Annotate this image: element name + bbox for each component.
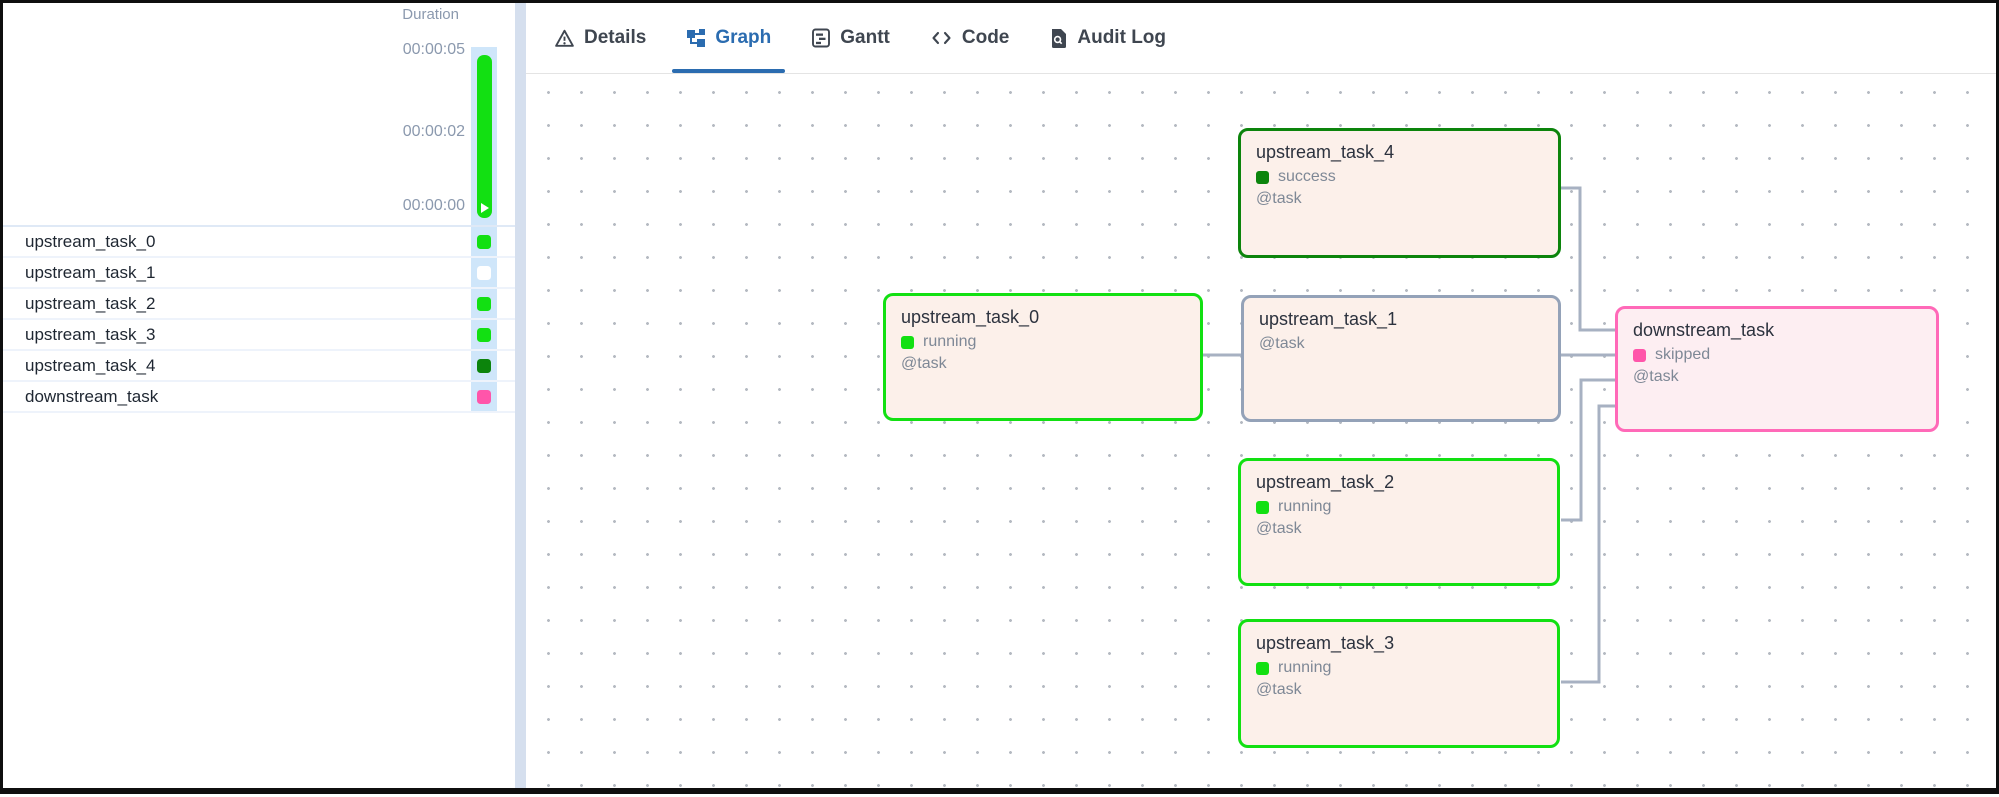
task-node-title: upstream_task_0 (901, 307, 1185, 328)
task-node-title: upstream_task_3 (1256, 633, 1542, 654)
duration-tick: 00:00:05 (339, 41, 465, 59)
task-row-downstream_task[interactable]: downstream_task (3, 382, 515, 413)
details-tab-bar: Details Graph Gantt Code Audit Log (526, 3, 1996, 74)
task-node-title: upstream_task_2 (1256, 472, 1542, 493)
task-row-name: upstream_task_3 (25, 325, 155, 345)
tab-label: Details (584, 27, 646, 49)
task-node-downstream_task[interactable]: downstream_task skipped @task (1615, 306, 1939, 432)
status-square-icon (1256, 171, 1269, 184)
task-row-name: upstream_task_1 (25, 263, 155, 283)
graph-icon (686, 28, 706, 48)
status-label: running (923, 333, 976, 351)
task-node-title: upstream_task_1 (1259, 309, 1543, 330)
task-node-upstream_task_2[interactable]: upstream_task_2 running @task (1238, 458, 1560, 586)
task-type-label: @task (1256, 520, 1542, 538)
task-type-label: @task (1259, 335, 1543, 353)
task-type-label: @task (1256, 190, 1543, 208)
gantt-icon (811, 28, 831, 48)
tab-label: Graph (715, 27, 771, 49)
status-square-icon (901, 336, 914, 349)
task-instance-status-square[interactable] (477, 235, 491, 249)
task-list: upstream_task_0 upstream_task_1 upstream… (3, 225, 515, 413)
tab-label: Code (962, 27, 1010, 49)
duration-tick: 00:00:00 (339, 197, 465, 215)
task-node-upstream_task_4[interactable]: upstream_task_4 success @task (1238, 128, 1561, 258)
tab-code[interactable]: Code (930, 3, 1010, 73)
audit-log-icon (1049, 28, 1068, 49)
task-row-upstream_task_1[interactable]: upstream_task_1 (3, 258, 515, 289)
task-instance-status-square[interactable] (477, 328, 491, 342)
task-row-name: upstream_task_4 (25, 356, 155, 376)
warning-icon (554, 28, 575, 49)
task-row-name: upstream_task_0 (25, 232, 155, 252)
duration-tick: 00:00:02 (339, 123, 465, 141)
task-instance-status-square[interactable] (477, 266, 491, 280)
dag-run-column (471, 47, 497, 225)
task-instance-status-square[interactable] (477, 359, 491, 373)
tab-gantt[interactable]: Gantt (811, 3, 890, 73)
task-node-title: upstream_task_4 (1256, 142, 1543, 163)
task-instance-status-square[interactable] (477, 297, 491, 311)
task-node-upstream_task_0[interactable]: upstream_task_0 running @task (883, 293, 1203, 421)
status-square-icon (1256, 501, 1269, 514)
grid-panel: Duration 00:00:05 00:00:02 00:00:00 upst… (3, 3, 515, 788)
task-node-status: skipped (1633, 346, 1921, 364)
task-node-title: downstream_task (1633, 320, 1921, 341)
dag-run-duration-bar[interactable] (477, 55, 492, 218)
tab-graph[interactable]: Graph (686, 3, 771, 73)
task-row-upstream_task_4[interactable]: upstream_task_4 (3, 351, 515, 382)
task-row-upstream_task_3[interactable]: upstream_task_3 (3, 320, 515, 351)
task-row-name: downstream_task (25, 387, 158, 407)
task-node-upstream_task_1[interactable]: upstream_task_1 @task (1241, 295, 1561, 422)
status-square-icon (1256, 662, 1269, 675)
duration-column-header: Duration (339, 6, 459, 23)
tab-label: Audit Log (1077, 27, 1166, 49)
task-row-upstream_task_0[interactable]: upstream_task_0 (3, 227, 515, 258)
status-label: skipped (1655, 346, 1710, 364)
status-label: running (1278, 498, 1331, 516)
task-node-status: success (1256, 168, 1543, 186)
task-node-status: running (901, 333, 1185, 351)
task-type-label: @task (901, 355, 1185, 373)
status-label: success (1278, 168, 1336, 186)
tab-details[interactable]: Details (554, 3, 646, 73)
task-node-status: running (1256, 659, 1542, 677)
task-row-name: upstream_task_2 (25, 294, 155, 314)
task-instance-status-square[interactable] (477, 390, 491, 404)
tab-label: Gantt (840, 27, 890, 49)
task-row-upstream_task_2[interactable]: upstream_task_2 (3, 289, 515, 320)
status-square-icon (1633, 349, 1646, 362)
task-type-label: @task (1633, 368, 1921, 386)
task-node-upstream_task_3[interactable]: upstream_task_3 running @task (1238, 619, 1560, 748)
play-icon (481, 203, 489, 213)
panel-resize-divider[interactable] (515, 3, 526, 788)
code-icon (930, 28, 953, 48)
status-label: running (1278, 659, 1331, 677)
task-node-status: running (1256, 498, 1542, 516)
tab-audit-log[interactable]: Audit Log (1049, 3, 1166, 73)
task-type-label: @task (1256, 681, 1542, 699)
